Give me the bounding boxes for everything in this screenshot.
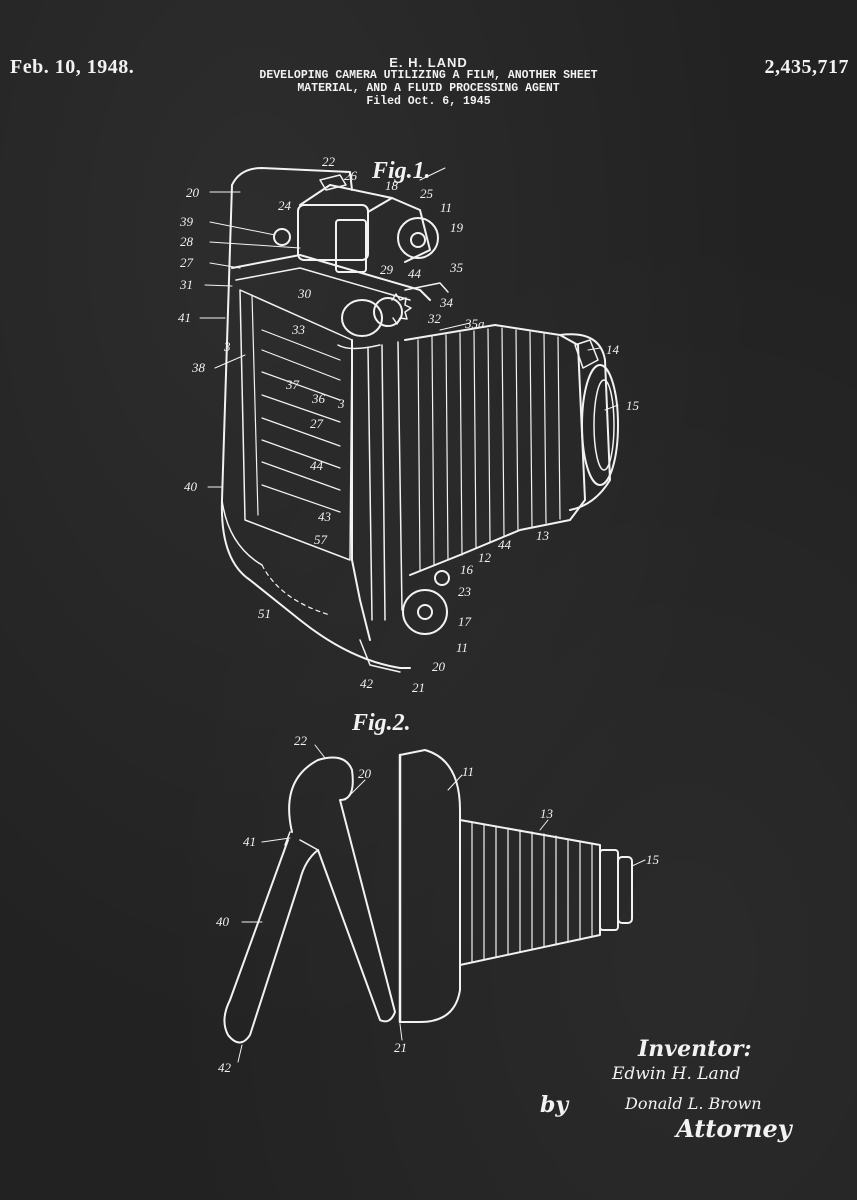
ref-numeral: 14 [606, 342, 620, 357]
by-label: by [540, 1092, 569, 1118]
ref-numeral: 27 [310, 416, 324, 431]
ref-numeral: 40 [184, 479, 198, 494]
fig1-camera [220, 167, 619, 673]
ref-numeral: 41 [243, 834, 256, 849]
ref-numeral: 13 [536, 528, 550, 543]
ref-numeral: 32 [427, 311, 442, 326]
ref-numeral: 11 [462, 764, 474, 779]
ref-numeral: 33 [291, 322, 306, 337]
inventor-label: Inventor: [638, 1036, 752, 1062]
attorney-label: Attorney [676, 1114, 792, 1143]
ref-numeral: 22 [294, 733, 308, 748]
ref-numeral: 21 [412, 680, 425, 695]
inventor-name: E. H. LAND [389, 55, 468, 70]
ref-numeral: 39 [179, 214, 194, 229]
ref-numeral: 13 [540, 806, 554, 821]
ref-numeral: 20 [432, 659, 446, 674]
ref-numeral: 30 [297, 286, 312, 301]
ref-numeral: 25 [420, 186, 434, 201]
ref-numeral: 18 [385, 178, 399, 193]
ref-numeral: 24 [278, 198, 292, 213]
fig2-label: Fig.2. [351, 710, 411, 736]
ref-numeral: 27 [180, 255, 194, 270]
patent-date: Feb. 10, 1948. [10, 56, 135, 78]
ref-numeral: 21 [394, 1040, 407, 1055]
attorney-signature: Donald L. Brown [625, 1094, 762, 1113]
ref-numeral: 20 [358, 766, 372, 781]
ref-numeral: 19 [450, 220, 464, 235]
ref-numeral: 40 [216, 914, 230, 929]
fig2-reference-numerals: 22 20 11 13 41 15 40 42 21 [216, 733, 660, 1075]
ref-numeral: 31 [179, 277, 193, 292]
ref-numeral: 15 [626, 398, 640, 413]
ref-numeral: 42 [360, 676, 374, 691]
ref-numeral: 57 [314, 532, 328, 547]
ref-numeral: 42 [218, 1060, 232, 1075]
ref-numeral: 38 [191, 360, 206, 375]
patent-header: E. H. LAND DEVELOPING CAMERA UTILIZING A… [0, 56, 857, 108]
ref-numeral: 3 [223, 339, 231, 354]
ref-numeral: 26 [344, 168, 358, 183]
ref-numeral: 12 [478, 550, 492, 565]
ref-numeral: 11 [440, 200, 452, 215]
ref-numeral: 51 [258, 606, 271, 621]
filed-date: Filed Oct. 6, 1945 [366, 95, 491, 108]
ref-numeral: 44 [408, 266, 422, 281]
fig2-leaders [237, 744, 646, 1063]
ref-numeral: 41 [178, 310, 191, 325]
title-line-1: DEVELOPING CAMERA UTILIZING A FILM, ANOT… [259, 69, 598, 82]
ref-numeral: 44 [498, 537, 512, 552]
ref-numeral: 3 [337, 396, 345, 411]
fig2-camera-side [223, 749, 633, 1044]
fig1-reference-numerals: 22 26 18 25 11 20 24 19 39 28 27 29 44 3… [178, 154, 640, 695]
ref-numeral: 20 [186, 185, 200, 200]
ref-numeral: 43 [318, 509, 332, 524]
patent-number: 2,435,717 [764, 56, 849, 78]
ref-numeral: 11 [456, 640, 468, 655]
ref-numeral: 34 [439, 295, 454, 310]
ref-numeral: 29 [380, 262, 394, 277]
ref-numeral: 35 [449, 260, 464, 275]
fig1-label: Fig.1. [371, 158, 431, 184]
ref-numeral: 17 [458, 614, 472, 629]
ref-numeral: 15 [646, 852, 660, 867]
ref-numeral: 23 [458, 584, 472, 599]
ref-numeral: 44 [310, 458, 324, 473]
fig1-leaders [199, 167, 619, 488]
inventor-signature: Edwin H. Land [612, 1064, 741, 1084]
ref-numeral: 36 [311, 391, 326, 406]
ref-numeral: 28 [180, 234, 194, 249]
ref-numeral: 22 [322, 154, 336, 169]
ref-numeral: 37 [285, 377, 300, 392]
title-line-2: MATERIAL, AND A FLUID PROCESSING AGENT [297, 82, 560, 95]
ref-numeral: 16 [460, 562, 474, 577]
ref-numeral: 35a [464, 316, 485, 331]
